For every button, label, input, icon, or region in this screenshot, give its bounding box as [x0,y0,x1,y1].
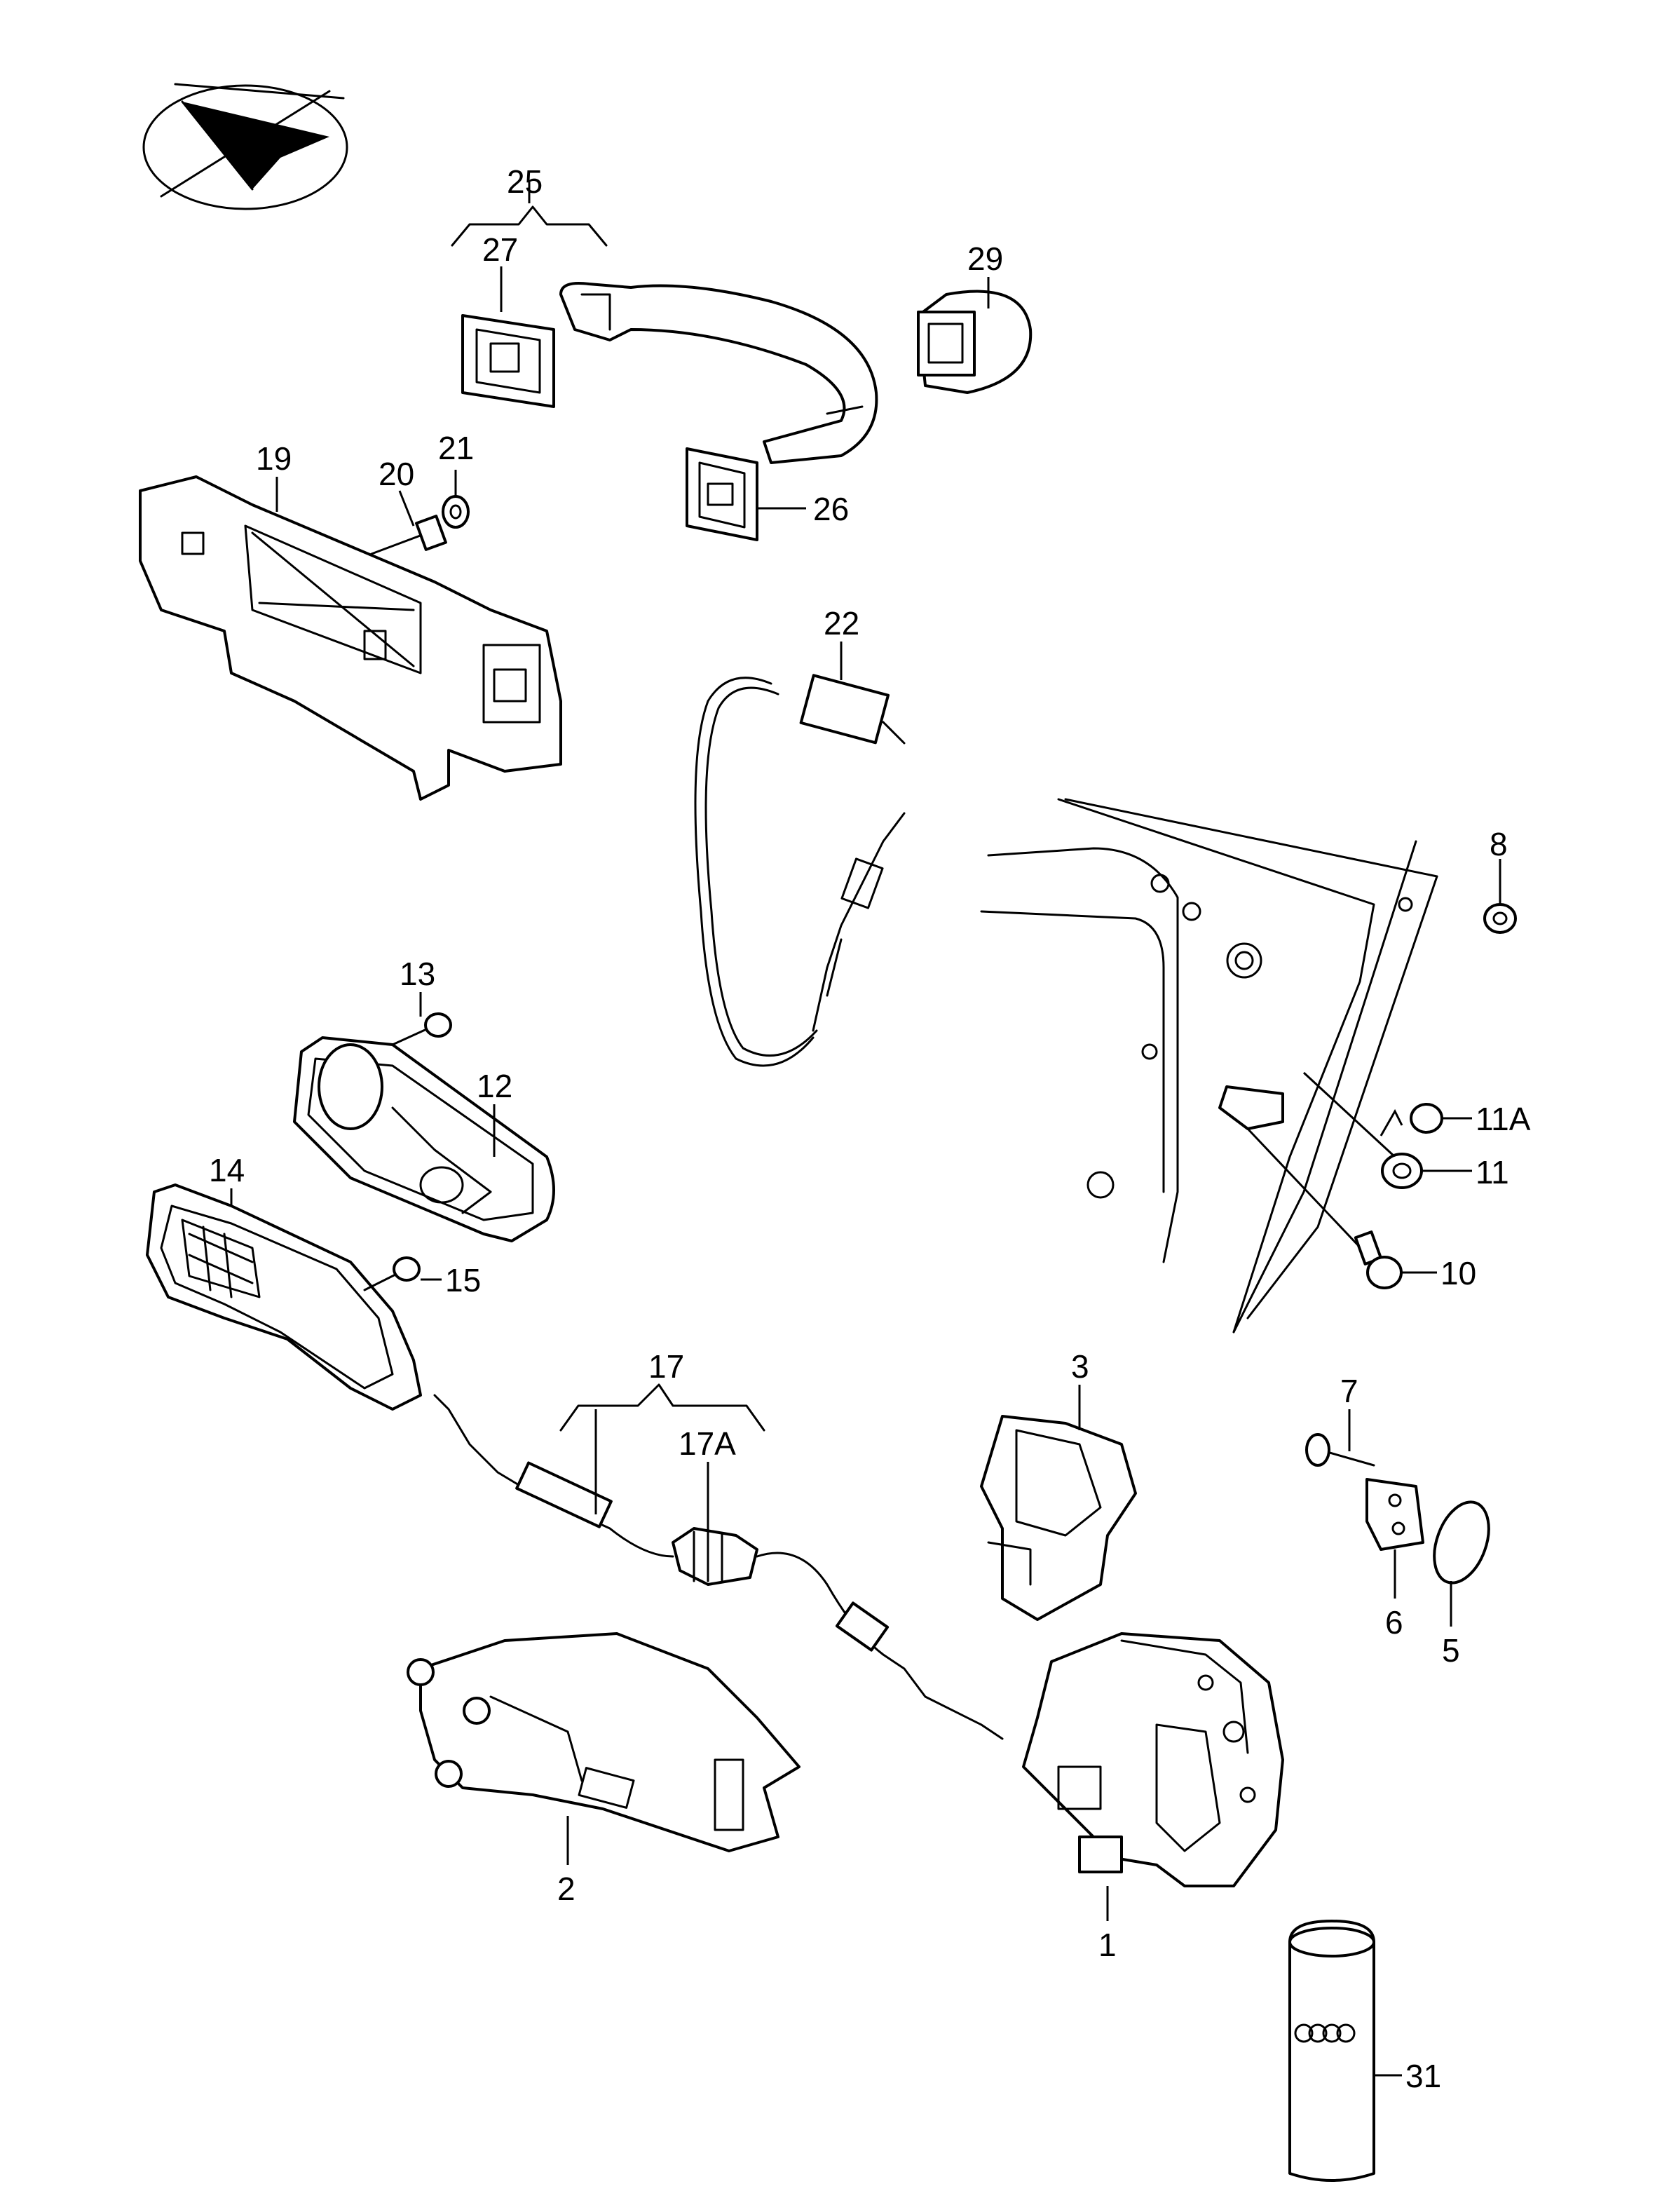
label-27: 27 [482,231,518,268]
label-17: 17 [648,1348,684,1385]
label-8: 8 [1490,826,1508,862]
washer [442,495,470,529]
orientation-arrow-icon [142,83,348,210]
inner-door-handle [146,1183,422,1411]
label-7: 7 [1340,1373,1358,1409]
handle-gasket-rear [686,447,758,541]
door-lock-unit [1022,1632,1284,1887]
leader-l20 [398,490,415,527]
label-26: 26 [813,491,849,527]
plug [1410,1103,1443,1134]
label-22: 22 [824,605,859,642]
label-13: 13 [400,956,435,992]
label-1: 1 [1098,1927,1117,1963]
outside-door-handle [451,205,878,464]
inner-handle-trim [293,1036,555,1242]
screw-handle [363,1256,421,1291]
label-11: 11 [1476,1154,1509,1190]
lock-cylinder-cap [917,290,1033,394]
door-shell [980,798,1438,1334]
label-12: 12 [477,1068,512,1104]
release-cable [694,674,906,1067]
label-25: 25 [507,163,543,200]
bracket-11a [1380,1108,1403,1136]
lubricant-can [1288,1920,1375,2182]
label-3: 3 [1071,1348,1089,1385]
label-11a: 11A [1476,1101,1531,1137]
label-6: 6 [1385,1604,1403,1641]
handle-screw [370,515,447,555]
label-29: 29 [967,240,1003,277]
label-10: 10 [1440,1255,1476,1291]
grommet [1483,903,1517,934]
label-17a: 17A [679,1425,736,1462]
handle-carrier-bracket [139,475,562,801]
inner-release-cable [433,1383,1004,1740]
screw [1354,1230,1403,1289]
label-5: 5 [1442,1632,1460,1669]
label-21: 21 [438,430,474,466]
four-rings-logo-icon [1294,2023,1356,2043]
label-2: 2 [557,1871,575,1907]
handle-gasket-front [461,314,555,408]
striker-screw [1305,1433,1375,1467]
label-14: 14 [209,1152,245,1188]
label-20: 20 [379,456,414,492]
striker-shim [1433,1500,1490,1585]
label-15: 15 [445,1262,481,1298]
cover-cap [1381,1153,1423,1189]
lock-housing-bracket [407,1632,801,1852]
striker-plate [1365,1478,1424,1551]
screw-trim [391,1012,452,1046]
label-31: 31 [1405,2058,1441,2094]
label-19: 19 [256,440,292,477]
lock-cover [980,1415,1137,1621]
